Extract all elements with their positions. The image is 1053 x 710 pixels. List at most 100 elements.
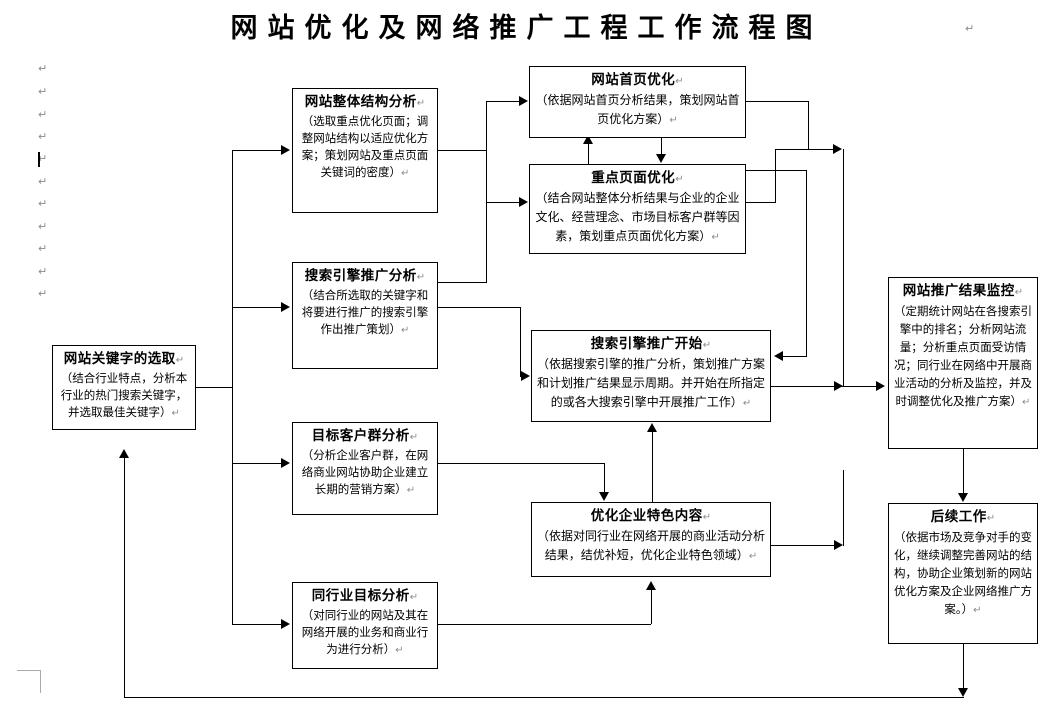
connector-line — [775, 149, 835, 150]
paragraph-mark-icon: ↵ — [38, 220, 48, 233]
paragraph-mark-icon: ↵ — [38, 62, 48, 75]
page-title: 网站优化及网络推广工程工作流程图 — [230, 13, 823, 44]
node-optimize-enterprise-content[interactable]: 优化企业特色内容↵ （依据对同行业在网络开展的商业活动分析结果，结优补短，优化企… — [531, 502, 771, 577]
connector-line — [124, 455, 125, 697]
node-search-engine-promotion-start[interactable]: 搜索引擎推广开始↵ （依据搜索引擎的推广分析，策划推广方案和计划推广结果显示周期… — [531, 330, 771, 422]
node-site-structure-analysis[interactable]: 网站整体结构分析↵ （选取重点优化页面；调整网站结构以适应优化方案；策划网站及重… — [292, 88, 438, 213]
connector-line — [232, 624, 283, 625]
connector-line — [651, 586, 652, 624]
connector-line — [843, 470, 844, 546]
connector-line — [771, 545, 836, 546]
connector-line — [438, 624, 651, 625]
connector-line — [775, 149, 776, 203]
node-homepage-optimization[interactable]: 网站首页优化↵ （依据网站首页分析结果，策划网站首页优化方案）↵ — [529, 66, 746, 138]
paragraph-mark-icon: ↵ — [38, 85, 48, 98]
paragraph-mark-icon: ↵ — [965, 22, 975, 35]
node-target-customer-analysis[interactable]: 目标客户群分析↵ （分析企业客户群，在网络商业网站协助企业建立长期的营销方案）↵ — [292, 422, 438, 515]
arrow-head — [646, 581, 656, 590]
connector-line — [232, 150, 233, 624]
node-title: 网站关键字的选取↵ — [63, 351, 185, 367]
node-title: 网站首页优化↵ — [591, 72, 684, 88]
node-title: 网站整体结构分析↵ — [304, 94, 426, 110]
arrow-head — [119, 449, 129, 458]
node-body: （分析企业客户群，在网络商业网站协助企业建立长期的营销方案）↵ — [301, 448, 429, 496]
arrow-head — [958, 688, 968, 697]
node-body: （依据网站首页分析结果，策划网站首页优化方案）↵ — [535, 93, 740, 126]
arrow-head — [774, 351, 783, 361]
node-title: 同行业目标分析↵ — [311, 588, 419, 604]
connector-line — [843, 149, 844, 386]
node-title: 搜索引擎推广开始↵ — [590, 336, 712, 352]
node-body: （结合行业特点，分析本行业的热门搜索关键字，并选取最佳关键字）↵ — [60, 371, 188, 419]
paragraph-mark-icon: ↵ — [38, 242, 48, 255]
connector-line — [438, 463, 604, 464]
node-title: 网站推广结果监控↵ — [902, 283, 1024, 299]
connector-line — [661, 138, 662, 155]
node-keyword-selection[interactable]: 网站关键字的选取↵ （结合行业特点，分析本行业的热门搜索关键字，并选取最佳关键字… — [52, 345, 196, 430]
arrow-head — [958, 493, 968, 502]
connector-line — [746, 101, 808, 102]
node-body: （选取重点优化页面；调整网站结构以适应优化方案；策划网站及重点页面关键词的密度）… — [301, 114, 429, 179]
connector-line — [652, 432, 653, 502]
paragraph-mark-icon: ↵ — [38, 197, 48, 210]
arrow-head — [834, 540, 843, 550]
arrow-head — [833, 144, 842, 154]
arrow-head — [281, 619, 290, 629]
connector-line — [843, 386, 878, 387]
arrow-head — [281, 458, 290, 468]
connector-line — [963, 644, 964, 694]
connector-line — [604, 463, 605, 493]
node-body: （结合所选取的关键字和将要进行推广的搜索引擎作出推广策划）↵ — [301, 288, 429, 336]
connector-line — [438, 307, 521, 308]
arrow-head — [281, 302, 290, 312]
connector-line — [232, 307, 283, 308]
node-title: 后续工作↵ — [930, 509, 996, 525]
arrow-head — [656, 154, 666, 163]
node-title: 重点页面优化↵ — [591, 170, 684, 186]
connector-line — [486, 202, 521, 203]
paragraph-mark-icon: ↵ — [38, 175, 48, 188]
arrow-head — [519, 197, 528, 207]
node-body: （依据市场及竞争对手的变化，继续调整完善网站的结构，协助企业策划新的网站优化方案… — [894, 530, 1032, 616]
arrow-head — [834, 381, 843, 391]
connector-line — [232, 463, 283, 464]
arrow-head — [583, 135, 593, 144]
paragraph-mark-icon: ↵ — [38, 130, 48, 143]
margin-corner-mark — [40, 670, 41, 693]
node-title: 目标客户群分析↵ — [311, 428, 419, 444]
node-body: （依据对同行业在网络开展的商业活动分析结果，结优补短，优化企业特色领域）↵ — [537, 529, 766, 562]
connector-line — [520, 307, 521, 376]
node-key-page-optimization[interactable]: 重点页面优化↵ （结合网站整体分析结果与企业的企业文化、经营理念、市场目标客户群… — [529, 164, 746, 254]
margin-corner-mark — [17, 670, 40, 693]
connector-line — [806, 170, 807, 356]
node-industry-target-analysis[interactable]: 同行业目标分析↵ （对同行业的网站及其在网络开展的业务和商业行为进行分析）↵ — [292, 582, 438, 669]
paragraph-mark-icon: ↵ — [38, 152, 48, 165]
connector-line — [783, 356, 807, 357]
arrow-head — [519, 96, 528, 106]
paragraph-mark-icon: ↵ — [38, 265, 48, 278]
connector-line — [963, 449, 964, 494]
arrow-head — [599, 492, 609, 501]
connector-line — [124, 697, 964, 698]
connector-line — [486, 101, 487, 203]
connector-line — [746, 202, 775, 203]
node-search-engine-promotion-analysis[interactable]: 搜索引擎推广分析↵ （结合所选取的关键字和将要进行推广的搜索引擎作出推广策划）↵ — [292, 262, 438, 369]
connector-line — [486, 101, 521, 102]
node-body: （结合网站整体分析结果与企业的企业文化、经营理念、市场目标客户群等因素，策划重点… — [535, 191, 740, 243]
paragraph-mark-icon: ↵ — [38, 287, 48, 300]
connector-line — [771, 386, 843, 387]
connector-line — [746, 170, 806, 171]
node-body: （定期统计网站在各搜索引擎中的排名；分析网站流量；分析重点页面受访情况；同行业在… — [894, 304, 1032, 408]
node-follow-up-work[interactable]: 后续工作↵ （依据市场及竞争对手的变化，继续调整完善网站的结构，协助企业策划新的… — [888, 503, 1038, 644]
arrow-head — [647, 423, 657, 432]
node-title: 优化企业特色内容↵ — [590, 508, 712, 524]
connector-line — [808, 101, 809, 149]
arrow-head — [876, 381, 885, 391]
arrow-head — [281, 145, 290, 155]
node-promotion-result-monitoring[interactable]: 网站推广结果监控↵ （定期统计网站在各搜索引擎中的排名；分析网站流量；分析重点页… — [888, 277, 1038, 449]
arrow-head — [521, 371, 530, 381]
connector-line — [486, 202, 487, 283]
connector-line — [196, 387, 232, 388]
text-caret — [38, 152, 40, 167]
